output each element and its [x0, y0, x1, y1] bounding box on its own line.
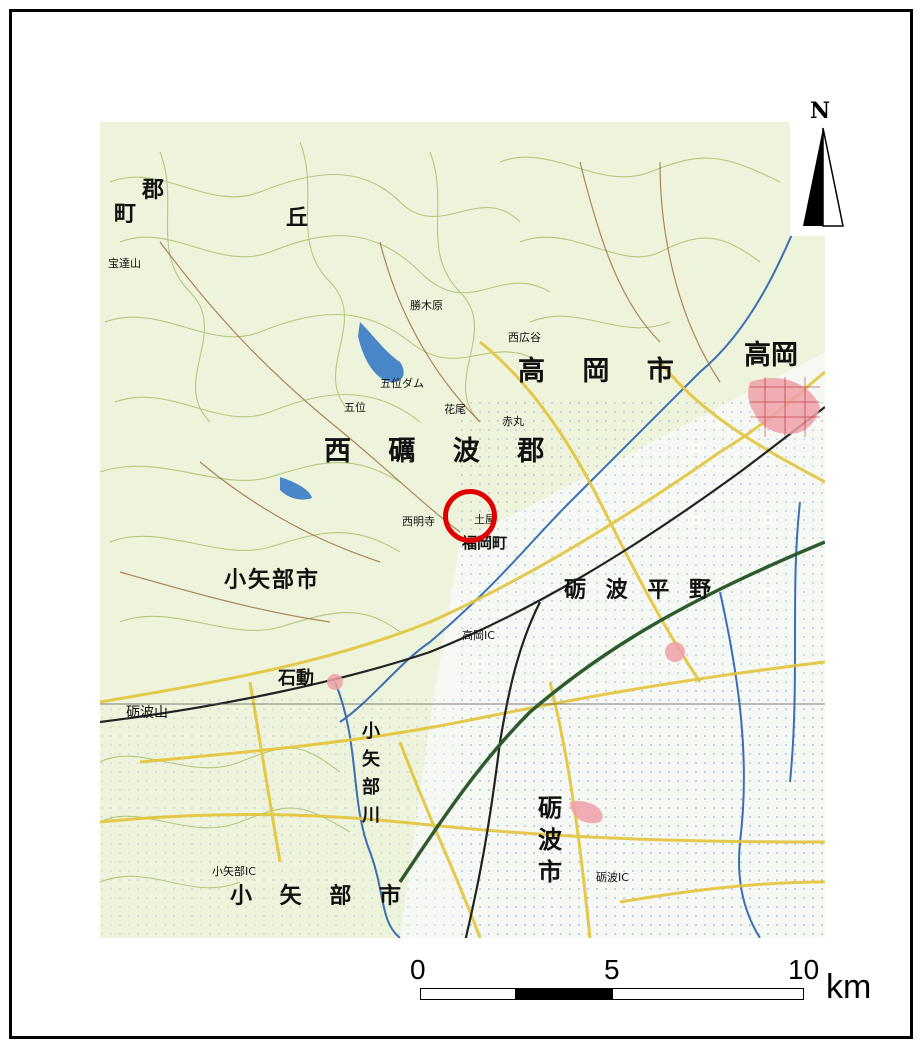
- scale-unit-label: km: [826, 968, 872, 1006]
- map-label-machi: 町: [114, 202, 137, 227]
- map-label-tonamiyama: 砺波山: [126, 705, 168, 721]
- scale-segment-2: [516, 988, 612, 1000]
- map-label-tonami-ic: 砺波IC: [596, 871, 629, 884]
- north-arrow-icon: [803, 127, 844, 227]
- map-label-oyabe-ic: 小矢部IC: [212, 865, 256, 878]
- map-label-nishitonami-gun: 西 礪 波 郡: [324, 436, 559, 467]
- topographic-map[interactable]: 郡 町 丘 高 岡 市 高岡 西 礪 波 郡 小矢部市 砺 波 平 野 砺 波 …: [100, 122, 825, 938]
- map-label-oyabe-shi: 小矢部市: [224, 568, 321, 593]
- scale-segment-1: [420, 988, 516, 1000]
- map-label-tonami-heiya: 砺 波 平 野: [564, 578, 717, 603]
- scale-segment-3: [612, 988, 804, 1000]
- map-label-takaoka-shi: 高 岡 市: [518, 356, 688, 387]
- scale-bar: [420, 988, 804, 1002]
- map-label-oyabe-river: 小 矢 部 川: [362, 721, 380, 826]
- scale-tick-0: 0: [410, 954, 426, 985]
- map-label-goi: 五位: [344, 401, 366, 414]
- map-label-tonami-shi: 砺 波 市: [538, 794, 562, 886]
- map-label-nishihirotani: 西広谷: [508, 331, 541, 344]
- map-label-takaoka: 高岡: [744, 340, 798, 371]
- scale-tick-10: 10: [788, 954, 820, 985]
- map-label-hanao: 花尾: [444, 403, 466, 416]
- location-marker-circle[interactable]: [443, 489, 497, 543]
- map-label-ishidou: 石動: [278, 668, 314, 689]
- north-label: N: [810, 98, 831, 124]
- map-label-akamaru: 赤丸: [502, 415, 524, 428]
- map-label-nishiakio: 西明寺: [402, 515, 435, 528]
- map-label-gun: 郡: [142, 178, 165, 203]
- map-label-houdatsusan: 宝達山: [108, 257, 141, 270]
- map-label-oka: 丘: [286, 206, 309, 231]
- map-label-gouidamu: 五位ダム: [380, 377, 424, 390]
- map-label-katsuki: 勝木原: [410, 299, 443, 312]
- map-label-takaoka-ic: 高岡IC: [462, 629, 495, 642]
- scale-tick-5: 5: [604, 954, 620, 985]
- map-label-oyabe-shi-2: 小 矢 部 市: [230, 884, 411, 909]
